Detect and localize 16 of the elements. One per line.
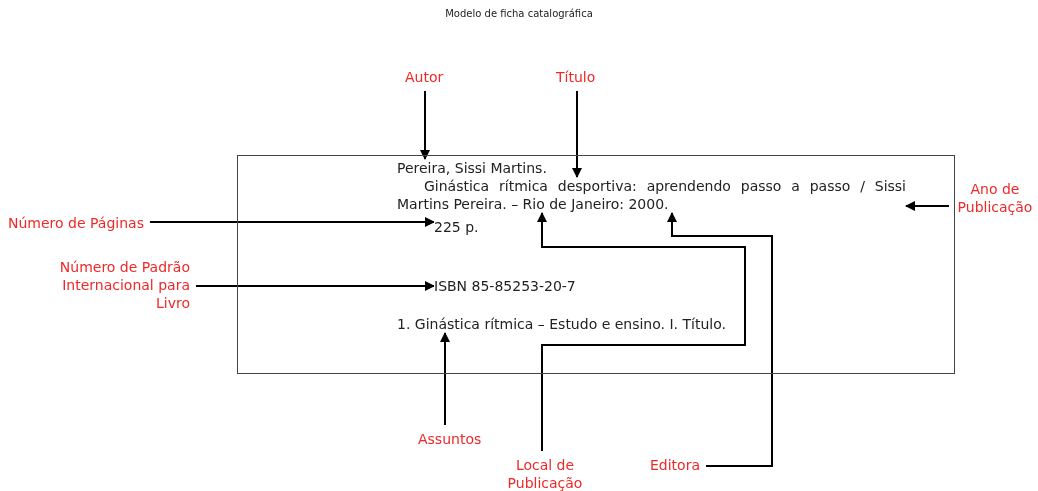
field-label: Local de Publicação [505, 456, 585, 491]
arrow [572, 90, 582, 178]
arrow [905, 201, 950, 211]
catalog-entry: Pereira, Sissi Martins. [397, 159, 547, 177]
arrow [440, 332, 450, 426]
catalog-entry: 225 p. [434, 218, 479, 236]
arrow [537, 212, 746, 452]
diagram-title: Modelo de ficha catalográfica [445, 8, 593, 19]
field-label: Número de Páginas [8, 214, 144, 232]
field-label: Ano de Publicação [955, 180, 1035, 216]
catalog-entry: Ginástica rítmica desportiva: aprendendo passo a passo / Sissi Martins Pereira. – Rio de Janeiro: 2000. [397, 177, 906, 213]
arrow [667, 212, 773, 467]
catalog-card [237, 155, 955, 374]
arrow [420, 90, 430, 160]
arrow [148, 217, 435, 227]
arrow [195, 281, 435, 291]
